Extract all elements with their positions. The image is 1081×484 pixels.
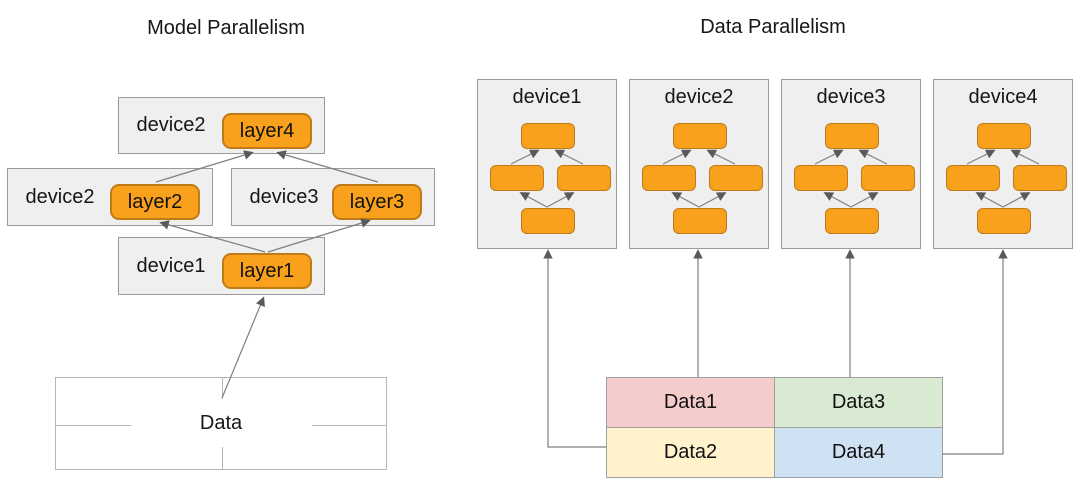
layer-node	[490, 165, 544, 191]
layer-node	[709, 165, 763, 191]
tick-left	[56, 425, 131, 426]
layer-node	[521, 123, 575, 149]
device-label: device3	[816, 86, 886, 108]
layer-node	[673, 208, 727, 234]
model-parallelism-title: Model Parallelism	[147, 17, 305, 39]
dp-device4-box: device4	[933, 79, 1073, 249]
device-label: device2	[136, 114, 206, 136]
mp-box-layer1: device1 layer1	[118, 237, 325, 295]
layer-node	[946, 165, 1000, 191]
dp-device1-box: device1	[477, 79, 617, 249]
layer-node	[673, 123, 727, 149]
device-label: device4	[968, 86, 1038, 108]
data-table: Data1 Data3 Data2 Data4	[606, 377, 943, 478]
layer-node	[825, 208, 879, 234]
layer-node	[521, 208, 575, 234]
data-label: Data	[199, 412, 243, 434]
data-parallelism-title: Data Parallelism	[700, 16, 846, 38]
device-label: device1	[512, 86, 582, 108]
data-cell-data4: Data4	[774, 427, 943, 478]
layer-node	[825, 123, 879, 149]
tick-bottom	[222, 447, 223, 469]
device-label: device3	[249, 185, 319, 208]
data-cell-data3: Data3	[774, 377, 943, 428]
layer-chip: layer2	[110, 184, 200, 220]
data-cell-data2: Data2	[606, 427, 775, 478]
layer-node	[977, 123, 1031, 149]
mp-box-layer4: device2 layer4	[118, 97, 325, 154]
tick-right	[312, 425, 386, 426]
mp-box-layer2: device2 layer2	[7, 168, 213, 226]
layer-chip: layer4	[222, 113, 312, 149]
device-label: device2	[25, 185, 95, 208]
device-label: device1	[136, 254, 206, 277]
layer-chip: layer1	[222, 253, 312, 289]
layer-node	[557, 165, 611, 191]
arrow-data4-to-device4	[942, 249, 1008, 455]
device-label: device2	[664, 86, 734, 108]
layer-node	[794, 165, 848, 191]
arrow-data2-to-device1	[543, 249, 606, 448]
layer-node	[861, 165, 915, 191]
layer-node	[642, 165, 696, 191]
mp-box-layer3: device3 layer3	[231, 168, 435, 226]
layer-node	[977, 208, 1031, 234]
data-cell-data1: Data1	[606, 377, 775, 428]
data-source-box: Data	[55, 377, 387, 470]
layer-chip: layer3	[332, 184, 422, 220]
dp-device3-box: device3	[781, 79, 921, 249]
layer-node	[1013, 165, 1067, 191]
dp-device2-box: device2	[629, 79, 769, 249]
